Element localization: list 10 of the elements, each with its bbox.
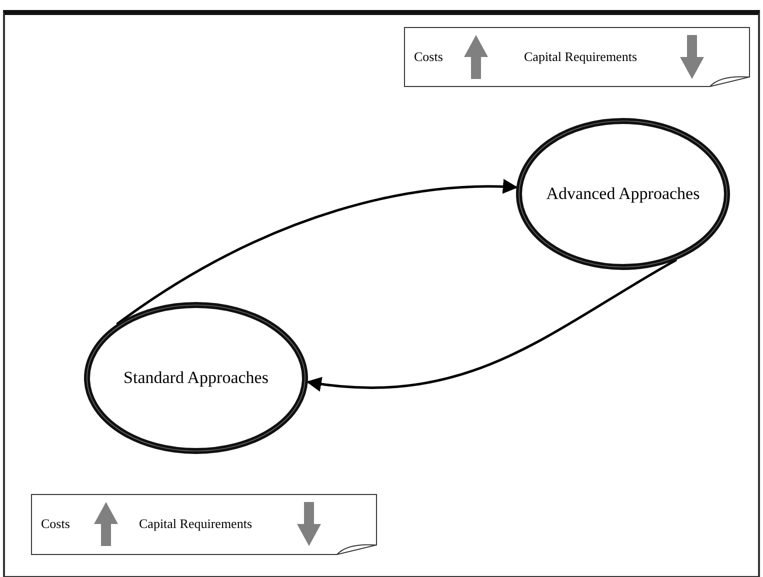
- arrow: [306, 258, 678, 392]
- node-label: Standard Approaches: [124, 368, 268, 388]
- note-box: [404, 27, 750, 87]
- arrow: [116, 179, 518, 326]
- node-label: Advanced Approaches: [546, 184, 700, 204]
- note-text: Capital Requirements: [139, 516, 252, 532]
- note-text: Capital Requirements: [524, 49, 638, 65]
- note-text: Costs: [414, 49, 443, 65]
- note-box: [31, 494, 377, 555]
- note-text: Costs: [41, 516, 70, 532]
